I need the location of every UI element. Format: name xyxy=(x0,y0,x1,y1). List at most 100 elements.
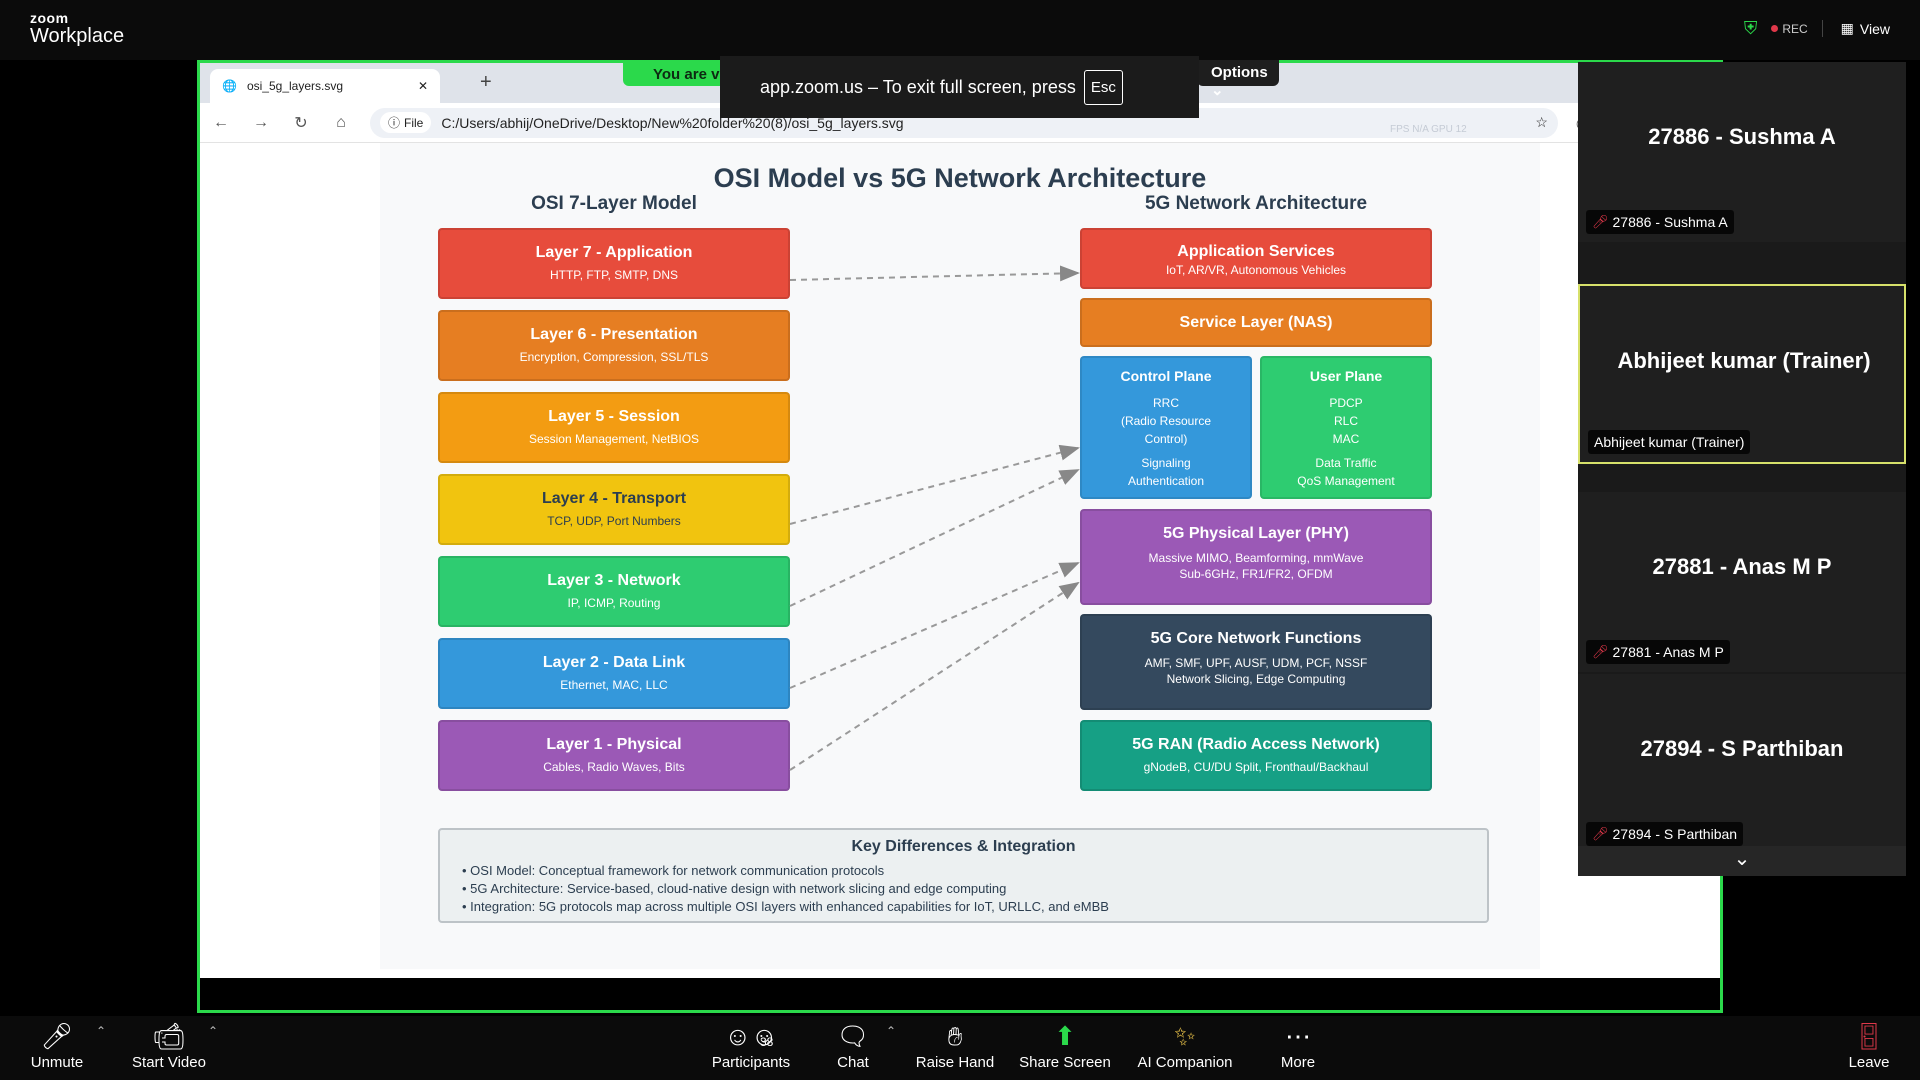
share-screen-icon: ⬆︎ xyxy=(1054,1021,1076,1051)
key-item: • 5G Architecture: Service-based, cloud-… xyxy=(462,881,1007,896)
participant-label: Abhijeet kumar (Trainer) xyxy=(1588,430,1751,454)
mic-muted-icon: 🎤︎ xyxy=(40,1021,74,1051)
mapping-arrows xyxy=(789,265,1080,771)
arrow-l2-phy xyxy=(789,562,1080,689)
layer-sub: HTTP, FTP, SMTP, DNS xyxy=(549,268,679,282)
chevron-down-icon: ⌄ xyxy=(1211,82,1224,99)
home-icon[interactable]: ⌂ xyxy=(336,113,346,131)
chat-button[interactable]: 🗨︎ Chat xyxy=(798,1016,908,1071)
key-item: • Integration: 5G protocols map across m… xyxy=(462,899,1109,914)
url-text[interactable]: C:/Users/abhij/OneDrive/Desktop/New%20fo… xyxy=(441,114,904,131)
browser-tab[interactable]: 🌐 osi_5g_layers.svg ✕ xyxy=(210,69,440,103)
layer-sub: TCP, UDP, Port Numbers xyxy=(547,514,681,528)
participants-label: Participants xyxy=(711,1054,791,1071)
shield-icon[interactable]: ⛨ xyxy=(1743,18,1758,38)
5g-ran-box: 5G RAN (Radio Access Network) gNodeB, CU/… xyxy=(1080,720,1432,791)
participant-tile[interactable]: 27881 - Anas M P 🎤︎27881 - Anas M P xyxy=(1578,492,1906,672)
participant-tile[interactable]: 27886 - Sushma A 🎤︎27886 - Sushma A xyxy=(1578,62,1906,242)
chevron-down-icon[interactable]: ⌄ xyxy=(1578,846,1906,876)
osi-5g-diagram: OSI Model vs 5G Network Architecture OSI… xyxy=(380,143,1540,969)
participant-label: 🎤︎27886 - Sushma A xyxy=(1586,210,1734,234)
participant-name: 27894 - S Parthiban xyxy=(1640,736,1844,761)
up-line: MAC xyxy=(1332,432,1360,446)
leave-label: Leave xyxy=(1848,1054,1890,1071)
participants-icon: ☺☺38 xyxy=(696,1016,806,1052)
mic-muted-icon: 🎤︎ xyxy=(1592,644,1609,659)
more-label: More xyxy=(1280,1054,1316,1071)
box-sub: Network Slicing, Edge Computing xyxy=(1166,672,1346,686)
box-title: 5G RAN (Radio Access Network) xyxy=(1132,736,1380,753)
layer-title: Layer 6 - Presentation xyxy=(530,326,698,343)
tab-title: osi_5g_layers.svg xyxy=(246,79,344,93)
box-title: 5G Physical Layer (PHY) xyxy=(1163,525,1349,542)
unmute-label: Unmute xyxy=(30,1054,84,1071)
user-plane-box: User Plane PDCP RLC MAC Data Traffic QoS… xyxy=(1260,356,1432,499)
key-differences-box: Key Differences & Integration • OSI Mode… xyxy=(438,828,1489,923)
up-line: RLC xyxy=(1333,414,1358,428)
reload-icon[interactable]: ↻ xyxy=(294,114,308,132)
share-screen-button[interactable]: ⬆︎ Share Screen xyxy=(1010,1016,1120,1071)
control-plane-box: Control Plane RRC (Radio Resource Contro… xyxy=(1080,356,1252,499)
recording-indicator[interactable]: REC xyxy=(1771,22,1808,36)
box-title: Service Layer (NAS) xyxy=(1179,314,1333,331)
raise-hand-label: Raise Hand xyxy=(915,1054,995,1071)
globe-icon: 🌐 xyxy=(222,79,237,93)
back-icon[interactable]: ← xyxy=(213,113,229,131)
box-sub: Massive MIMO, Beamforming, mmWave xyxy=(1148,551,1364,565)
cp-line: Control) xyxy=(1144,432,1188,446)
chat-options-caret-icon[interactable]: ⌃ xyxy=(886,1024,897,1038)
participant-tile[interactable]: 27894 - S Parthiban 🎤︎27894 - S Parthiba… xyxy=(1578,674,1906,854)
more-icon: ⋯ xyxy=(1285,1021,1311,1051)
ai-companion-button[interactable]: ✨︎ AI Companion xyxy=(1130,1016,1240,1071)
star-icon[interactable]: ☆ xyxy=(1535,114,1548,130)
close-tab-icon[interactable]: ✕ xyxy=(417,79,428,93)
cp-line: Authentication xyxy=(1127,474,1205,488)
layer-title: Layer 7 - Application xyxy=(535,244,693,261)
forward-icon[interactable]: → xyxy=(253,113,269,131)
video-off-icon: 📹︎ xyxy=(152,1021,186,1051)
view-button[interactable]: ▦View xyxy=(1821,20,1890,37)
fps-overlay: FPS N/A GPU 12 xyxy=(1390,124,1467,135)
layer-sub: Ethernet, MAC, LLC xyxy=(560,678,668,692)
box-sub: Sub-6GHz, FR1/FR2, OFDM xyxy=(1179,567,1333,581)
unmute-button[interactable]: 🎤︎ Unmute xyxy=(2,1016,112,1071)
participant-tile[interactable]: Abhijeet kumar (Trainer) Abhijeet kumar … xyxy=(1578,284,1906,464)
rec-dot-icon xyxy=(1771,25,1779,32)
box-sub: IoT, AR/VR, Autonomous Vehicles xyxy=(1165,263,1347,277)
participant-name: Abhijeet kumar (Trainer) xyxy=(1617,348,1871,373)
leave-button[interactable]: 🚪︎ Leave xyxy=(1814,1016,1920,1071)
cp-line: Signaling xyxy=(1141,456,1191,470)
new-tab-button[interactable]: + xyxy=(480,71,492,93)
audio-options-caret-icon[interactable]: ⌃ xyxy=(96,1024,107,1038)
meeting-toolbar: 🎤︎ Unmute ⌃ 📹︎ Start Video ⌃ ☺☺38 Partic… xyxy=(0,1016,1920,1080)
raise-hand-button[interactable]: ✋︎ Raise Hand xyxy=(900,1016,1010,1071)
participants-button[interactable]: ☺☺38 Participants xyxy=(696,1016,806,1071)
more-button[interactable]: ⋯ More xyxy=(1243,1016,1353,1071)
diagram-title: OSI Model vs 5G Network Architecture xyxy=(713,163,1207,193)
box-sub: AMF, SMF, UPF, AUSF, UDM, PCF, NSSF xyxy=(1144,656,1368,670)
label-text: 27881 - Anas M P xyxy=(1612,644,1724,660)
label-text: Abhijeet kumar (Trainer) xyxy=(1594,434,1745,450)
zoom-top-bar: zoom Workplace ⛨ REC ▦View xyxy=(0,0,1920,60)
options-button[interactable]: Options ⌄ xyxy=(1197,60,1279,99)
arrow-l1-phy xyxy=(789,581,1080,771)
video-options-caret-icon[interactable]: ⌃ xyxy=(208,1024,219,1038)
file-chip-label: File xyxy=(404,115,424,130)
layer-title: Layer 3 - Network xyxy=(547,572,681,589)
cp-line: RRC xyxy=(1153,396,1179,410)
label-text: 27886 - Sushma A xyxy=(1612,214,1728,230)
box-sub: gNodeB, CU/DU Split, Fronthaul/Backhaul xyxy=(1143,760,1369,774)
start-video-button[interactable]: 📹︎ Start Video xyxy=(114,1016,224,1071)
options-label: Options xyxy=(1211,64,1268,81)
key-item: • OSI Model: Conceptual framework for ne… xyxy=(462,863,885,878)
leave-icon: 🚪︎ xyxy=(1852,1021,1886,1051)
participants-count: 38 xyxy=(760,1035,774,1049)
control-plane-title: Control Plane xyxy=(1120,368,1212,384)
